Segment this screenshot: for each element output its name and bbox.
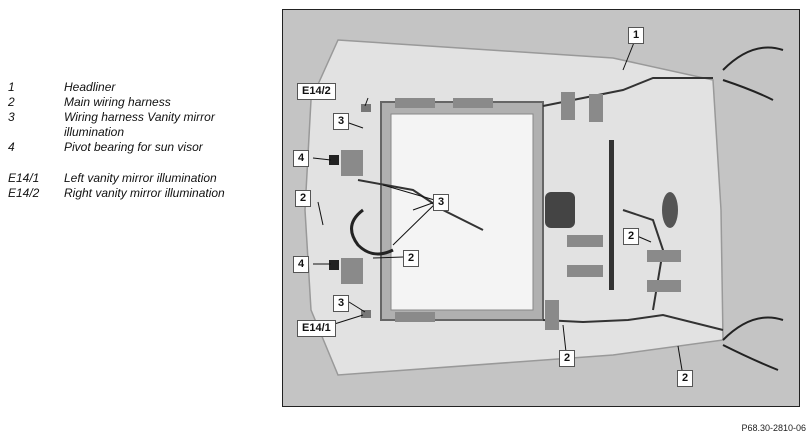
callout-3: 3 <box>333 113 350 130</box>
tape-strip <box>395 98 435 108</box>
callout-e14-2: E14/2 <box>297 83 336 100</box>
tape-strip <box>341 258 363 284</box>
callout-2: 2 <box>403 250 420 267</box>
tape-strip <box>567 235 603 247</box>
tape-strip <box>561 92 575 120</box>
figure-reference: P68.30-2810-06 <box>741 423 806 433</box>
callout-2: 2 <box>295 190 312 207</box>
legend-text: Headliner <box>64 80 116 94</box>
legend-row: 2 Main wiring harness <box>8 95 268 110</box>
vanity-light-right <box>361 104 371 112</box>
tape-strip <box>453 98 493 108</box>
callout-4: 4 <box>293 256 310 273</box>
roof-bar <box>609 140 614 290</box>
legend-text: Main wiring harness <box>64 95 171 109</box>
legend-row: E14/2 Right vanity mirror illumination <box>8 186 268 201</box>
legend: 1 Headliner 2 Main wiring harness 3 Wiri… <box>8 80 268 201</box>
callout-e14-1: E14/1 <box>297 320 336 337</box>
legend-row: E14/1 Left vanity mirror illumination <box>8 171 268 186</box>
rear-lamp <box>662 192 678 228</box>
legend-row: 4 Pivot bearing for sun visor <box>8 140 268 155</box>
callout-3: 3 <box>433 194 450 211</box>
tape-strip <box>545 300 559 330</box>
legend-spacer <box>8 155 268 171</box>
legend-text: Wiring harness Vanity mirror illuminatio… <box>64 110 215 139</box>
legend-number: 1 <box>8 80 15 94</box>
sunroof-opening <box>390 113 534 311</box>
vanity-light-left <box>361 310 371 318</box>
legend-text: Pivot bearing for sun visor <box>64 140 203 154</box>
legend-text: Left vanity mirror illumination <box>64 171 217 185</box>
harness-wire-left <box>350 208 394 256</box>
harness-wire-bottom <box>542 313 724 331</box>
headliner-photo: 1 E14/2 3 4 3 2 2 2 4 3 E14/1 2 2 <box>282 9 800 407</box>
legend-row: 1 Headliner <box>8 80 268 95</box>
connector-top-right <box>722 46 784 101</box>
connector-bottom-right <box>722 316 784 371</box>
legend-text: Right vanity mirror illumination <box>64 186 225 200</box>
pivot-bearing-lower <box>329 260 339 270</box>
callout-2: 2 <box>559 350 576 367</box>
tape-strip <box>341 150 363 176</box>
interior-lamp <box>545 192 575 228</box>
tape-strip <box>647 250 681 262</box>
callout-2: 2 <box>677 370 694 387</box>
harness-wire-center <box>357 179 484 231</box>
legend-number: E14/2 <box>8 186 40 200</box>
headliner-illustration <box>283 10 799 406</box>
pivot-bearing-upper <box>329 155 339 165</box>
legend-number: 4 <box>8 140 15 154</box>
callout-4: 4 <box>293 150 310 167</box>
callout-1: 1 <box>628 27 645 44</box>
legend-row: 3 Wiring harness Vanity mirror illuminat… <box>8 110 268 140</box>
legend-number: E14/1 <box>8 171 40 185</box>
tape-strip <box>567 265 603 277</box>
tape-strip <box>647 280 681 292</box>
callout-3: 3 <box>333 295 350 312</box>
tape-strip <box>589 94 603 122</box>
callout-2: 2 <box>623 228 640 245</box>
legend-number: 3 <box>8 110 15 124</box>
legend-number: 2 <box>8 95 15 109</box>
tape-strip <box>395 312 435 322</box>
